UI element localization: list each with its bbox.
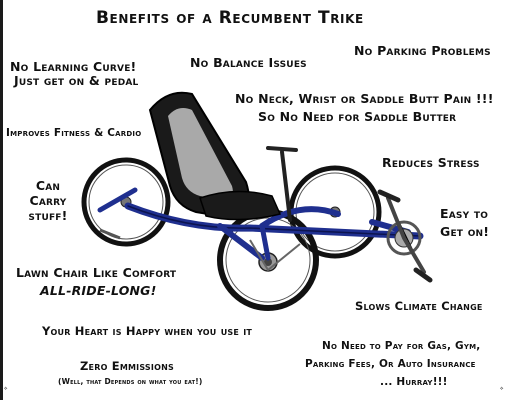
benefit-all-ride-long: ALL-RIDE-LONG! <box>40 283 157 298</box>
benefit-zero-emissions: Zero Emmissions <box>80 359 174 373</box>
poster-title: Benefits of a Recumbent Trike <box>96 8 364 28</box>
benefit-carry-1: Can <box>35 178 61 193</box>
mesh-seat <box>148 91 282 221</box>
benefit-no-parking: No Parking Problems <box>354 43 491 58</box>
boom-and-crank <box>99 189 433 283</box>
benefit-climate: Slows Climate Change <box>355 299 483 313</box>
benefit-easy-to-get-on-1: Easy to <box>440 206 489 221</box>
benefit-no-pain: No Neck, Wrist or Saddle Butt Pain !!! <box>235 91 494 106</box>
artist-signature-right: ⟡ <box>500 386 504 392</box>
benefit-no-pay-3: ... Hurray!!! <box>380 376 448 388</box>
artist-signature-left: ⟡ <box>4 386 8 392</box>
benefit-heart: Your Heart is Happy when you use it <box>42 324 253 338</box>
benefit-lawn-chair: Lawn Chair Like Comfort <box>16 265 177 280</box>
front-left-wheel <box>81 157 171 247</box>
benefit-zero-emissions-note: (Well, that Depends on what you eat!) <box>58 377 203 386</box>
benefit-no-pay-2: Parking Fees, Or Auto Insurance <box>305 358 476 370</box>
benefit-no-balance: No Balance Issues <box>190 55 307 70</box>
benefit-fitness: Improves Fitness & Cardio <box>6 127 142 139</box>
benefit-carry-3: stuff! <box>28 208 68 223</box>
benefit-easy-to-get-on-2: Get on! <box>440 224 490 239</box>
trike-frame <box>97 146 424 261</box>
benefit-carry-2: Carry <box>29 193 67 208</box>
benefit-no-learning-curve-detail: Just get on & pedal <box>14 73 139 88</box>
benefit-no-saddle-butter: So No Need for Saddle Butter <box>258 109 457 124</box>
benefit-reduces-stress: Reduces Stress <box>382 155 480 170</box>
benefit-no-learning-curve: No Learning Curve! <box>10 59 137 74</box>
benefit-no-pay: No Need to Pay for Gas, Gym, <box>322 340 481 352</box>
